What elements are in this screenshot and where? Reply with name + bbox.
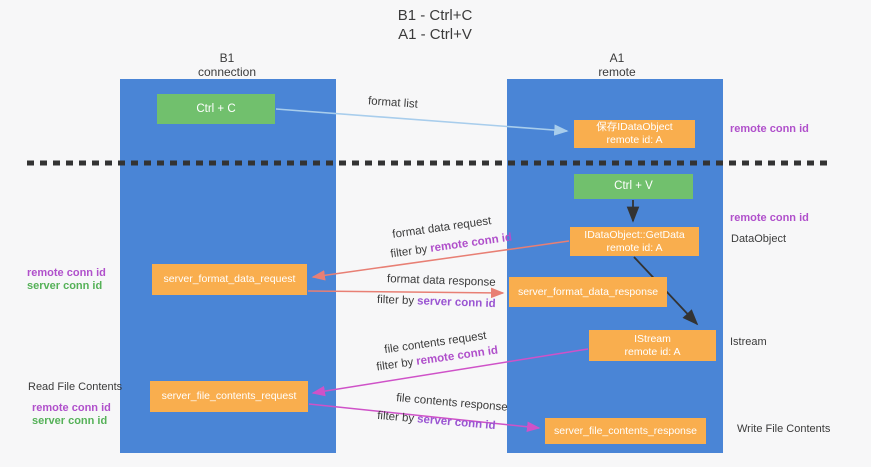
column-a1-name: A1 [609, 51, 625, 65]
diagram-title-line1: B1 - Ctrl+C [397, 7, 473, 24]
file-contents-response-label: file contents response [395, 392, 509, 414]
getdata-box: IDataObject::GetData remote id: A [570, 227, 699, 256]
format-data-response-label: format data response [386, 273, 496, 289]
remote-conn-id-label-top-right: remote conn id [730, 123, 809, 135]
istream-line2: remote id: A [624, 345, 681, 358]
column-header-a1: A1 remote [537, 51, 697, 79]
ctrl-c-label: Ctrl + C [196, 102, 236, 115]
server-conn-id-label-left-2: server conn id [32, 415, 108, 427]
server-format-data-response-box: server_format_data_response [509, 277, 667, 307]
column-header-b1: B1 connection [147, 51, 307, 79]
write-file-contents-label: Write File Contents [737, 423, 831, 435]
filter-by-text-2: filter by [376, 293, 415, 308]
column-b1-subtitle: connection [197, 65, 257, 79]
server-file-contents-response-box: server_file_contents_response [545, 418, 706, 444]
save-idataobject-line1: 保存IDataObject [596, 121, 673, 133]
remote-conn-id-label-left-2: remote conn id [32, 402, 111, 414]
filter-by-text-4: filter by [376, 409, 415, 426]
remote-conn-id-label-mid-right: remote conn id [730, 212, 809, 224]
read-file-contents-label: Read File Contents [28, 381, 123, 393]
filter-server-conn-id-1: server conn id [416, 295, 496, 311]
server-format-data-request-label: server_format_data_request [163, 273, 296, 285]
server-conn-id-label-left-1: server conn id [27, 280, 103, 292]
server-file-contents-request-label: server_file_contents_request [161, 390, 297, 402]
column-b1-name: B1 [219, 51, 235, 65]
istream-line1: IStream [634, 332, 671, 345]
ctrl-v-box: Ctrl + V [574, 174, 693, 199]
filter-by-text-1: filter by [389, 243, 429, 261]
getdata-line1: IDataObject::GetData [584, 228, 685, 241]
filter-by-text-3: filter by [375, 356, 415, 374]
format-list-label: format list [367, 95, 419, 111]
server-format-data-response-label: server_format_data_response [517, 285, 659, 298]
ctrl-c-box: Ctrl + C [157, 94, 275, 124]
server-format-data-request-box: server_format_data_request [152, 264, 307, 295]
ctrl-v-label: Ctrl + V [614, 180, 653, 192]
server-file-contents-request-box: server_file_contents_request [150, 381, 308, 412]
arrow-format-data-response [307, 287, 505, 299]
server-file-contents-response-label: server_file_contents_response [553, 424, 697, 437]
diagram-title-line2: A1 - Ctrl+V [398, 26, 472, 43]
column-a1-subtitle: remote [598, 65, 636, 79]
diagram-title: B1 - Ctrl+C A1 - Ctrl+V [300, 6, 570, 44]
remote-conn-id-label-left-1: remote conn id [27, 267, 106, 279]
filter-remote-conn-id-1: remote conn id [429, 231, 513, 255]
istream-box: IStream remote id: A [589, 330, 716, 361]
istream-side-label: Istream [730, 336, 767, 348]
filter-server-conn-id-2: server conn id [416, 413, 497, 433]
save-idataobject-line2: remote id: A [606, 134, 663, 146]
dataobject-label: DataObject [731, 233, 787, 245]
save-idataobject-box: 保存IDataObject remote id: A [574, 120, 695, 148]
getdata-line2: remote id: A [606, 241, 663, 254]
